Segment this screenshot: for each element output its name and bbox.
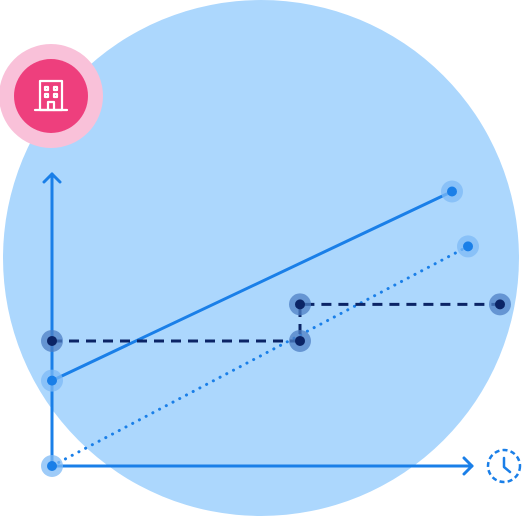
series-line-dotted — [50, 244, 470, 468]
clock-icon — [486, 448, 522, 484]
clock-icon-dial — [486, 448, 522, 484]
series-line-step — [52, 302, 500, 343]
background-disc — [3, 0, 519, 516]
series-point-solid-1 — [441, 180, 463, 203]
building-badge-circle — [14, 59, 88, 133]
series-line-solid — [50, 190, 454, 383]
series-point-step-0 — [41, 329, 63, 352]
series-point-solid-0 — [41, 369, 63, 392]
series-point-step-1 — [289, 329, 311, 352]
series-lines — [50, 190, 500, 468]
building-badge — [0, 44, 103, 148]
series-point-step-2 — [289, 293, 311, 316]
building-icon — [33, 79, 69, 112]
clock-icon-hands — [502, 456, 512, 474]
series-point-dotted-0 — [41, 455, 63, 477]
series-point-dotted-1 — [457, 235, 479, 258]
series-point-step-3 — [489, 293, 511, 316]
series-points — [41, 180, 511, 477]
